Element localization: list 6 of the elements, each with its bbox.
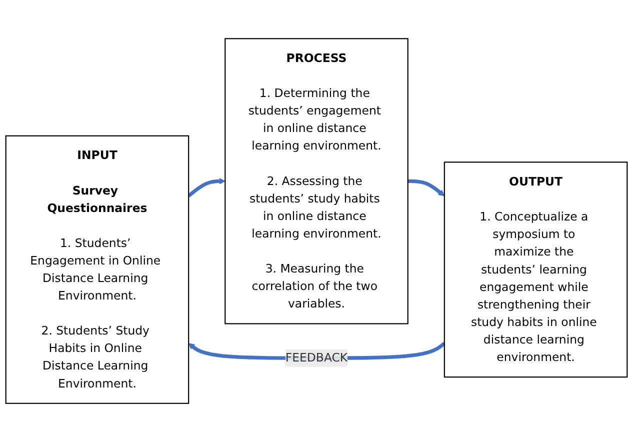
node-box: PROCESS 1. Determining the students’ engagement in online distance learning environment. 2. Assessing the students’ study habits in online distance learning environment. 3. Measuring the correlation of the two variables. xyxy=(224,38,408,324)
node-box: INPUT Survey Questionnaires 1. Students’ Engagement in Online Distance Learning Environment. 2. Students’ Study Habits in Online Distance Learning Environment. xyxy=(5,135,190,404)
arrow xyxy=(187,178,226,198)
edge-label: FEEDBACK xyxy=(285,350,348,365)
arrow xyxy=(408,179,445,196)
node-box: OUTPUT 1. Conceptualize a symposium to maximize the students’ learning engagement while strengthening their study habits in online distance learning environment. xyxy=(444,162,628,378)
